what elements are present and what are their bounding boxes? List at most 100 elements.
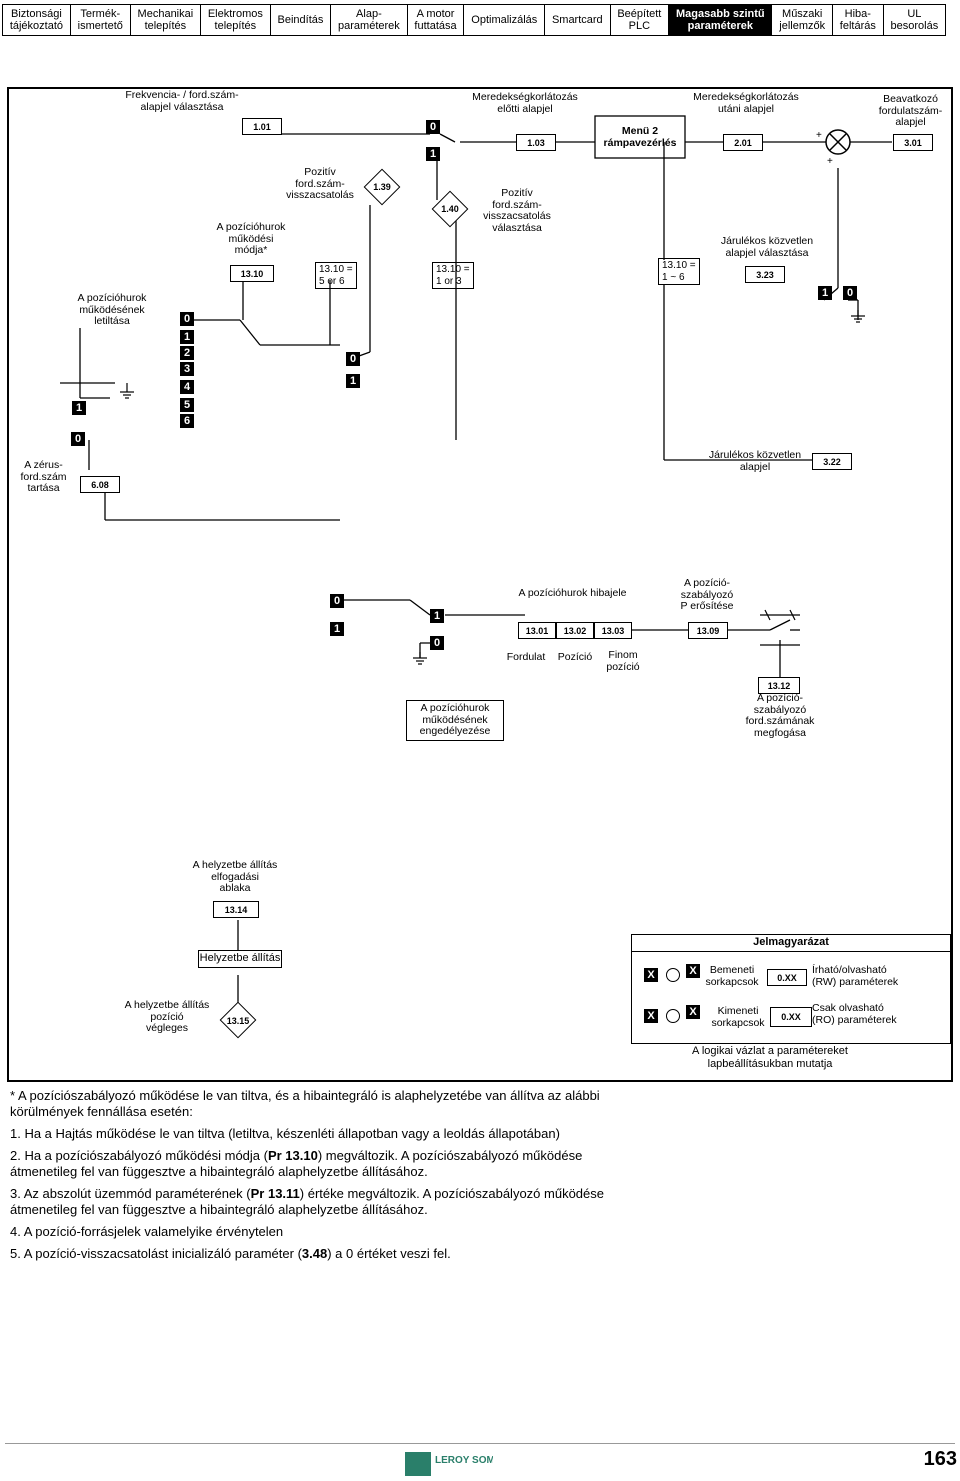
fine-position-label: Finom pozíció bbox=[606, 649, 640, 673]
switch-0-icon: 0 bbox=[430, 636, 444, 650]
output-terminal-icon: X bbox=[686, 1005, 700, 1019]
nav-tab-ul[interactable]: UL besorolás bbox=[890, 8, 939, 32]
switch-0-icon: 0 bbox=[330, 594, 344, 608]
nav-tab-basic-params[interactable]: Alap- paraméterek bbox=[331, 5, 408, 35]
ff-ref-label: Járulékos közvetlen alapjel bbox=[708, 449, 802, 473]
selector-digit-3: 3 bbox=[180, 362, 194, 376]
cond-5-or-6: 13.10 = 5 or 6 bbox=[315, 262, 357, 289]
nav-tab-electrical[interactable]: Elektromos telepítés bbox=[201, 5, 271, 35]
final-pos-label: A helyzetbe állítás pozíció végleges bbox=[124, 999, 210, 1034]
zero-hold-label: A zérus- ford.szám tartása bbox=[20, 459, 67, 494]
nav-tab-advanced-params[interactable]: Magasabb szintű paraméterek bbox=[669, 5, 773, 35]
selector-digit-1: 1 bbox=[180, 330, 194, 344]
switch-1-icon: 1 bbox=[818, 286, 832, 300]
input-terminals-label: Bemeneti sorkapcsok bbox=[705, 964, 759, 988]
summing-junction-icon: + + bbox=[816, 129, 851, 167]
output-terminal-icon: X bbox=[644, 1009, 658, 1023]
output-terminals-label: Kimeneti sorkapcsok bbox=[711, 1005, 765, 1029]
menu2-label: Menü 2 rámpavezérlés bbox=[603, 125, 677, 149]
param-1-01: 1.01 bbox=[242, 118, 282, 135]
param-13-15: 13.15 bbox=[226, 1016, 250, 1026]
nav-tab-technical-data[interactable]: Műszaki jellemzők bbox=[772, 5, 833, 35]
switch-0-icon: 0 bbox=[426, 120, 440, 134]
param-2-01: 2.01 bbox=[723, 134, 763, 151]
footnotes: * A pozíciószabályozó működése le van ti… bbox=[10, 1088, 650, 1268]
cond-1-or-3: 13.10 = 1 or 3 bbox=[432, 262, 474, 289]
param-13-03: 13.03 bbox=[594, 622, 632, 639]
window-label: A helyzetbe állítás elfogadási ablaka bbox=[192, 859, 278, 894]
ground-icon bbox=[120, 310, 865, 665]
footnote-5: 5. A pozíció-visszacsatolást inicializál… bbox=[10, 1246, 451, 1261]
clamp-icon bbox=[760, 609, 800, 646]
logic-diagram-frame bbox=[7, 87, 953, 1082]
param-3-01: 3.01 bbox=[893, 134, 933, 151]
ro-params-label: Csak olvasható (RO) paraméterek bbox=[812, 1002, 897, 1026]
final-ref-label: Beavatkozó fordulatszám- alapjel bbox=[878, 93, 943, 128]
nav-tab-safety[interactable]: Biztonsági tájékoztató bbox=[3, 5, 71, 35]
switch-0-icon: 0 bbox=[346, 352, 360, 366]
footnote-3: 3. Az abszolút üzemmód paraméterének (Pr… bbox=[10, 1186, 604, 1217]
switch-1-icon: 1 bbox=[346, 374, 360, 388]
leroy-somer-logo: LEROY SOMER bbox=[405, 1452, 493, 1476]
switch-0-icon: 0 bbox=[843, 286, 857, 300]
pre-ramp-label: Meredekségkorlátozás előtti alapjel bbox=[472, 91, 578, 115]
footnote-intro: * A pozíciószabályozó működése le van ti… bbox=[10, 1088, 600, 1119]
freq-ref-label: Frekvencia- / ford.szám- alapjel választ… bbox=[125, 89, 239, 113]
param-13-10: 13.10 bbox=[230, 265, 274, 282]
param-6-08: 6.08 bbox=[80, 476, 120, 493]
revolution-label: Fordulat bbox=[506, 651, 546, 663]
nav-tab-start[interactable]: Beindítás bbox=[271, 5, 332, 35]
terminal-circle-icon bbox=[666, 1009, 680, 1023]
disable-label: A pozícióhurok működésének letiltása bbox=[77, 292, 147, 327]
rw-params-label: Írható/olvasható (RW) paraméterek bbox=[812, 964, 899, 988]
svg-text:+: + bbox=[827, 156, 833, 167]
enable-label: A pozícióhurok működésének engedélyezése bbox=[406, 700, 504, 741]
input-terminal-icon: X bbox=[644, 968, 658, 982]
selector-digit-6: 6 bbox=[180, 414, 194, 428]
nav-tab-product[interactable]: Termék- ismertető bbox=[71, 5, 131, 35]
cond-1-to-6: 13.10 = 1 ~ 6 bbox=[658, 258, 700, 285]
param-13-01: 13.01 bbox=[518, 622, 556, 639]
pos-fb-label-1: Pozitív ford.szám- visszacsatolás bbox=[286, 166, 354, 201]
param-13-02: 13.02 bbox=[556, 622, 594, 639]
param-3-23: 3.23 bbox=[745, 266, 785, 283]
nav-tab-plc[interactable]: Beépített PLC bbox=[611, 5, 670, 35]
terminal-circle-icon bbox=[666, 968, 680, 982]
nav-tab-diagnostics[interactable]: Hiba- feltárás bbox=[833, 5, 884, 35]
mode-label: A pozícióhurok működési módja* bbox=[216, 221, 286, 256]
param-1-39: 1.39 bbox=[373, 182, 391, 192]
switch-0-icon: 0 bbox=[71, 432, 85, 446]
param-1-40: 1.40 bbox=[441, 204, 459, 214]
ro-param-box: 0.XX bbox=[770, 1007, 812, 1027]
pos-error-label: A pozícióhurok hibajele bbox=[518, 587, 627, 599]
footnote-1: 1. Ha a Hajtás működése le van tiltva (l… bbox=[10, 1126, 560, 1141]
footnote-4: 4. A pozíció-forrásjelek valamelyike érv… bbox=[10, 1224, 284, 1239]
param-13-14: 13.14 bbox=[213, 901, 259, 918]
orientation-box: Helyzetbe állítás bbox=[198, 950, 282, 968]
svg-text:LEROY SOMER: LEROY SOMER bbox=[435, 1455, 493, 1466]
input-terminal-icon: X bbox=[686, 964, 700, 978]
switch-1-icon: 1 bbox=[426, 147, 440, 161]
selector-digit-5: 5 bbox=[180, 398, 194, 412]
svg-text:+: + bbox=[816, 130, 822, 141]
nav-tab-mechanical[interactable]: Mechanikai telepítés bbox=[131, 5, 202, 35]
legend-note: A logikai vázlat a paramétereket lapbeál… bbox=[692, 1045, 848, 1070]
nav-tab-optimisation[interactable]: Optimalizálás bbox=[464, 5, 546, 35]
selector-digit-4: 4 bbox=[180, 380, 194, 394]
clamp-label: A pozíció- szabályozó ford.számának megf… bbox=[745, 692, 815, 739]
param-13-09: 13.09 bbox=[688, 622, 728, 639]
pos-fb-label-2: Pozitív ford.szám- visszacsatolás válasz… bbox=[483, 187, 551, 234]
param-3-22: 3.22 bbox=[812, 453, 852, 470]
rw-param-box: 0.XX bbox=[767, 969, 807, 986]
nav-tab-run-motor[interactable]: A motor futtatása bbox=[408, 5, 465, 35]
selector-digit-0: 0 bbox=[180, 312, 194, 326]
switch-1-icon: 1 bbox=[72, 401, 86, 415]
nav-tab-smartcard[interactable]: Smartcard bbox=[545, 5, 611, 35]
legend-box: Jelmagyarázat X X Bemeneti sorkapcsok 0.… bbox=[631, 934, 951, 1044]
diagram-wiring: + + bbox=[60, 115, 892, 1005]
param-13-12: 13.12 bbox=[758, 677, 800, 694]
p-gain-label: A pozíció- szabályozó P erősítése bbox=[680, 577, 734, 612]
footnote-2: 2. Ha a pozíciószabályozó működési módja… bbox=[10, 1148, 583, 1179]
switch-1-icon: 1 bbox=[330, 622, 344, 636]
param-1-03: 1.03 bbox=[516, 134, 556, 151]
